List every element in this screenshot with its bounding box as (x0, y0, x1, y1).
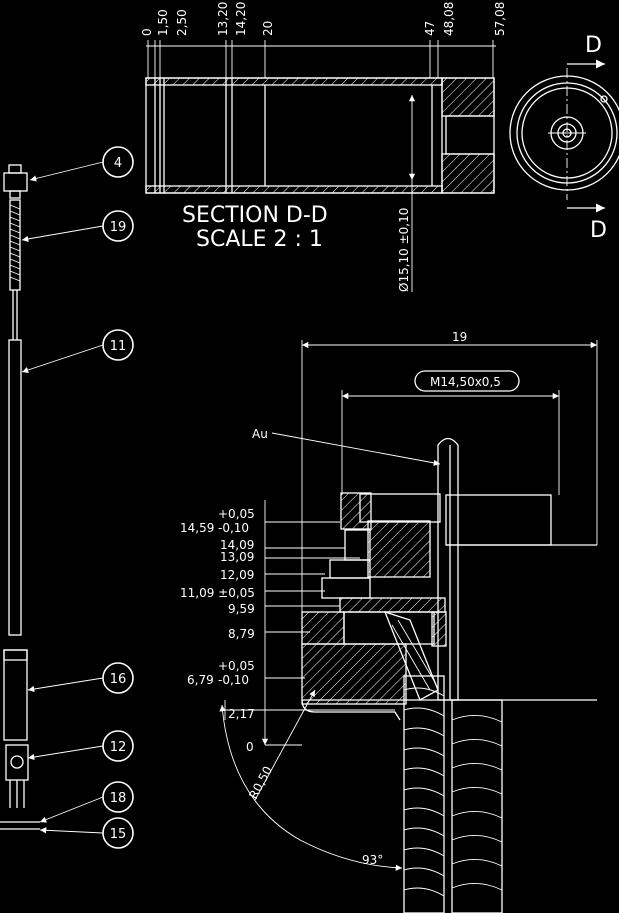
dim-47: 47 (423, 21, 437, 36)
balloon-11: 11 (102, 329, 134, 361)
svg-text:12: 12 (110, 740, 127, 755)
section-dim-lines (146, 40, 496, 78)
svg-text:19: 19 (110, 220, 127, 235)
dim-12-09: 12,09 (220, 568, 254, 582)
dim-14-59-tol-upper: +0,05 (218, 507, 255, 521)
vertical-dims: +0,05 14,59 -0,10 14,09 13,09 12,09 11,0… (180, 507, 255, 754)
dim-6-79-tol-upper: +0,05 (218, 659, 255, 673)
dim-6-79: 6,79 (187, 673, 214, 687)
svg-text:4: 4 (114, 156, 122, 171)
section-marker-top: D (585, 33, 602, 58)
dim-13-09: 13,09 (220, 550, 254, 564)
angle-dim: 93° (362, 853, 383, 867)
end-view: D D (509, 33, 619, 243)
svg-text:11: 11 (110, 339, 127, 354)
dim-14-59-tol-lower: -0,10 (218, 521, 249, 535)
section-view: 0 1,50 2,50 13,20 14,20 20 47 48,08 57,0… (140, 2, 507, 292)
dim-1-50: 1,50 (156, 9, 170, 36)
dim-57-08: 57,08 (493, 2, 507, 36)
balloon-15: 15 (102, 817, 134, 849)
dim-13-20: 13,20 (216, 2, 230, 36)
detail-view: 19 M14,50x0,5 Au (180, 330, 598, 913)
width-dim: 19 (452, 330, 467, 344)
assembly-parts (0, 164, 40, 830)
section-marker-bottom: D (590, 218, 607, 243)
section-scale: SCALE 2 : 1 (196, 227, 323, 252)
svg-text:15: 15 (110, 827, 127, 842)
thread-callout: M14,50x0,5 (430, 375, 501, 389)
dim-0: 0 (246, 740, 254, 754)
dim-9-59: 9,59 (228, 602, 255, 616)
balloon-12: 12 (102, 730, 134, 762)
section-dim-labels: 0 1,50 2,50 13,20 14,20 20 47 48,08 57,0… (140, 2, 507, 36)
dim-14-59: 14,59 (180, 521, 214, 535)
dim-2-50: 2,50 (175, 9, 189, 36)
balloon-19: 19 (102, 210, 134, 242)
detail-body (301, 437, 597, 913)
dim-14-09: 14,09 (220, 538, 254, 552)
dim-8-79: 8,79 (228, 627, 255, 641)
dim-20: 20 (261, 21, 275, 36)
balloon-16: 16 (102, 662, 134, 694)
balloon-18: 18 (102, 781, 134, 813)
balloons: 4 19 11 16 12 18 15 (102, 146, 134, 849)
diameter-dim: Ø15,10 ±0,10 (397, 208, 411, 292)
dim-6-79-tol-lower: -0,10 (218, 673, 249, 687)
radius-dim: R0,50 (246, 764, 275, 802)
balloon-leaders (21, 161, 104, 834)
dim-2-17: 2,17 (228, 707, 255, 721)
svg-text:18: 18 (110, 791, 127, 806)
section-body (145, 77, 495, 194)
balloon-4: 4 (102, 146, 134, 178)
dim-11-09: 11,09 ±0,05 (180, 586, 255, 600)
dim-0: 0 (140, 28, 154, 36)
svg-text:16: 16 (110, 672, 127, 687)
dim-48-08: 48,08 (442, 2, 456, 36)
material-label: Au (252, 427, 268, 441)
dim-14-20: 14,20 (234, 2, 248, 36)
section-title: SECTION D-D (182, 203, 328, 228)
